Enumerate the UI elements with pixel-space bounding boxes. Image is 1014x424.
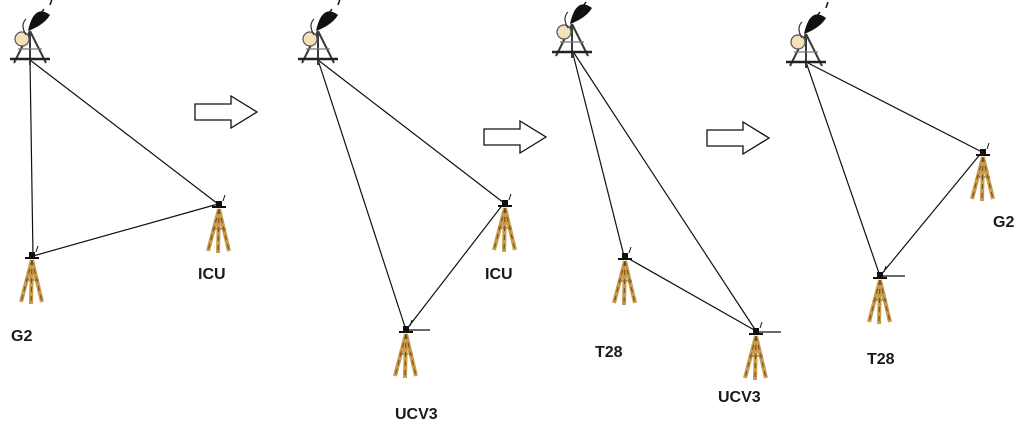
baseline [29,59,219,205]
gnss-base-station-icon [784,0,830,70]
gnss-base-station-icon [296,0,342,67]
tripod-icon [206,193,231,255]
tripod-icon [743,320,768,382]
baseline [317,59,407,331]
station-label-t28: T28 [595,344,623,361]
baseline [805,61,983,153]
station-label-g2: G2 [11,328,32,345]
panel-1: G2 ICU [8,0,231,345]
baseline [879,151,983,277]
baseline [805,61,881,277]
station-label-t28: T28 [867,351,895,368]
baseline [571,49,625,257]
right-arrow-icon [194,95,258,129]
station-label-ucv3: UCV3 [395,406,438,423]
baseline [317,59,505,204]
baseline [571,49,757,332]
station-label-icu: ICU [485,266,513,283]
baseline [32,203,219,257]
gnss-base-station-icon [550,0,596,60]
right-arrow-icon [483,120,547,154]
baseline [29,59,34,257]
station-label-ucv3: UCV3 [718,389,761,406]
station-label-icu: ICU [198,266,226,283]
panel-3: T28 UCV3 [550,0,781,406]
baseline [623,255,757,332]
tripod-icon [867,264,892,326]
panel-2: ICU UCV3 [296,0,517,423]
gnss-base-station-icon [8,0,54,67]
right-arrow-icon [706,121,770,155]
panel-4: G2 T28 [784,0,1014,368]
tripod-icon [612,245,637,307]
baseline [405,202,505,331]
station-label-g2: G2 [993,214,1014,231]
tripod-icon [393,318,418,380]
tripod-icon [970,141,995,203]
tripod-icon [492,192,517,254]
